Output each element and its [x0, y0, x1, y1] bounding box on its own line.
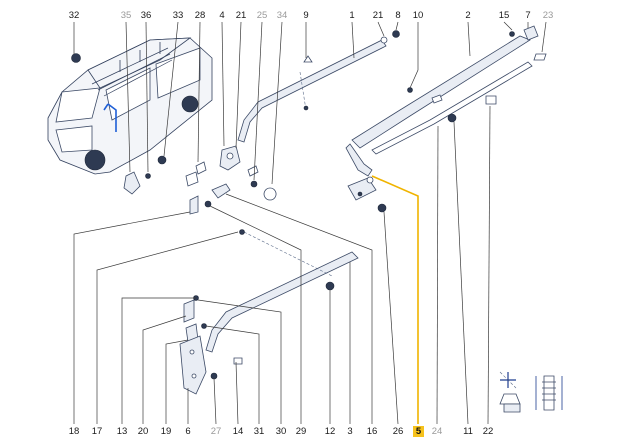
clip-parts-left[interactable]: [123, 155, 231, 215]
callout-32[interactable]: 32: [68, 10, 80, 21]
callout-24[interactable]: 24: [431, 426, 443, 437]
callout-9[interactable]: 9: [303, 10, 309, 21]
callout-20[interactable]: 20: [137, 426, 149, 437]
callout-26[interactable]: 26: [392, 426, 404, 437]
callout-5-highlighted[interactable]: 5: [413, 426, 424, 437]
van-illustration: [47, 37, 213, 175]
callout-30[interactable]: 30: [275, 426, 287, 437]
callout-11[interactable]: 11: [463, 426, 473, 437]
bracket-lower-parts[interactable]: [179, 295, 243, 395]
callout-31[interactable]: 31: [253, 426, 265, 437]
callout-17[interactable]: 17: [91, 426, 103, 437]
callout-1[interactable]: 1: [349, 10, 355, 21]
callout-4[interactable]: 4: [219, 10, 225, 21]
bracket-part-4[interactable]: [219, 145, 277, 201]
bracket-part-5[interactable]: [347, 176, 387, 213]
callout-27[interactable]: 27: [210, 426, 222, 437]
callout-14[interactable]: 14: [232, 426, 244, 437]
callout-33[interactable]: 33: [172, 10, 184, 21]
callout-10[interactable]: 10: [412, 10, 424, 21]
rail-upper-part-1[interactable]: [237, 30, 400, 143]
callout-16[interactable]: 16: [366, 426, 378, 437]
callout-21-b[interactable]: 21: [372, 10, 384, 21]
callout-19[interactable]: 19: [160, 426, 172, 437]
callout-2[interactable]: 2: [465, 10, 471, 21]
callout-35[interactable]: 35: [120, 10, 132, 21]
callout-21-a[interactable]: 21: [235, 10, 247, 21]
callout-18[interactable]: 18: [68, 426, 80, 437]
leader-lines: [73, 21, 547, 425]
callout-34[interactable]: 34: [276, 10, 288, 21]
callout-25[interactable]: 25: [256, 10, 268, 21]
torque-wrench-icon: [499, 371, 521, 413]
callout-15[interactable]: 15: [498, 10, 510, 21]
callout-22[interactable]: 22: [482, 426, 494, 437]
screw-dimension-icon: [535, 375, 563, 411]
rail-lower-part-3[interactable]: [205, 229, 359, 353]
callout-36[interactable]: 36: [140, 10, 152, 21]
callout-28[interactable]: 28: [194, 10, 206, 21]
callout-29[interactable]: 29: [295, 426, 307, 437]
callout-8[interactable]: 8: [395, 10, 401, 21]
callout-3[interactable]: 3: [347, 426, 353, 437]
callout-12[interactable]: 12: [324, 426, 336, 437]
rail-roof-part-2[interactable]: [345, 25, 547, 177]
callout-6[interactable]: 6: [185, 426, 191, 437]
callout-13[interactable]: 13: [116, 426, 128, 437]
callout-7[interactable]: 7: [525, 10, 531, 21]
callout-23[interactable]: 23: [542, 10, 554, 21]
